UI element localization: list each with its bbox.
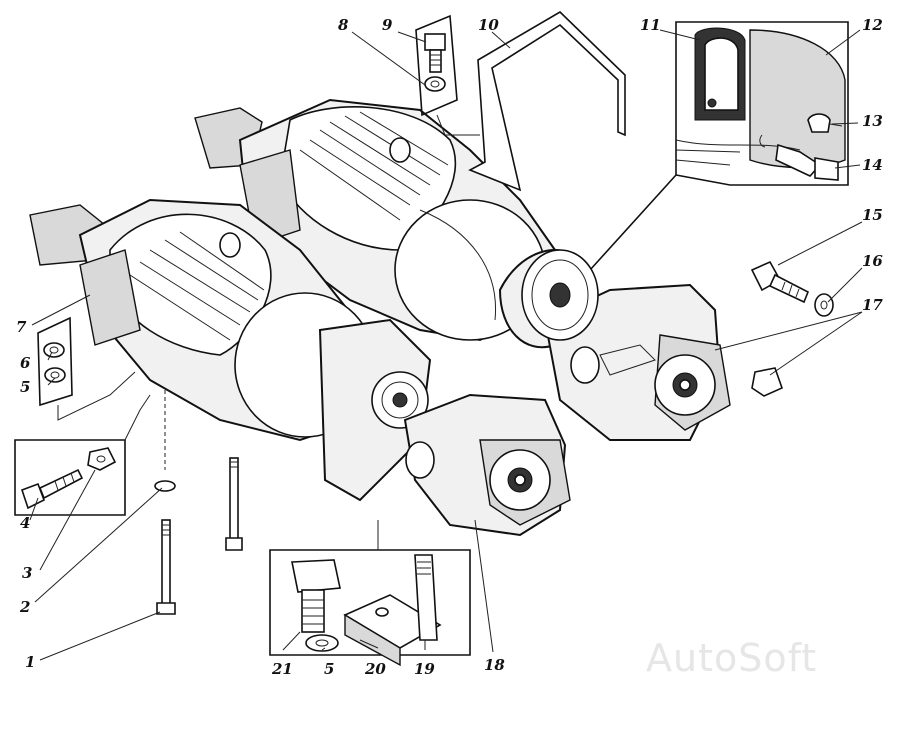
callout-21: 21 [271,660,293,678]
callout-12: 12 [862,16,883,34]
inset-bolt-9-washer-8 [415,14,480,136]
part-15-bolt [750,260,810,304]
callout-20: 20 [364,660,386,678]
part-16-washer [814,293,834,317]
callout-19: 19 [414,660,435,678]
callout-6: 6 [20,354,31,372]
callout-2: 2 [19,598,30,616]
callout-8: 8 [338,16,349,34]
callout-5-left: 5 [20,378,30,396]
callout-17: 17 [862,296,883,314]
watermark-text: AutoSoft [646,636,818,680]
callout-5-bottom: 5 [324,660,334,678]
elastic-coupling [521,249,599,341]
callout-9: 9 [382,16,393,34]
callout-1: 1 [25,653,35,671]
callout-18: 18 [484,656,505,674]
part-17-nut [751,367,783,397]
callout-10: 10 [478,16,499,34]
part-10-bracket [468,11,626,192]
callout-7: 7 [16,318,27,336]
leader-lines [29,29,863,661]
callout-16: 16 [862,252,883,270]
front-pump-housing [403,393,571,537]
inset-coupling-detail [589,21,849,271]
callout-3: 3 [22,564,32,582]
callout-labels: 1 2 3 4 5 5 6 7 8 9 10 11 12 13 14 15 16… [16,16,883,678]
callout-11: 11 [640,16,661,34]
inset-bolt-4-nut-3 [14,394,151,516]
front-motor [29,198,432,502]
inset-washers-6-5 [37,316,136,421]
inset-foundation-parts [269,520,471,667]
callout-15: 15 [862,206,883,224]
callout-14: 14 [862,156,883,174]
callout-13: 13 [862,112,883,130]
callout-4: 4 [20,514,30,532]
parts-1-2-stud-washer [154,390,243,615]
